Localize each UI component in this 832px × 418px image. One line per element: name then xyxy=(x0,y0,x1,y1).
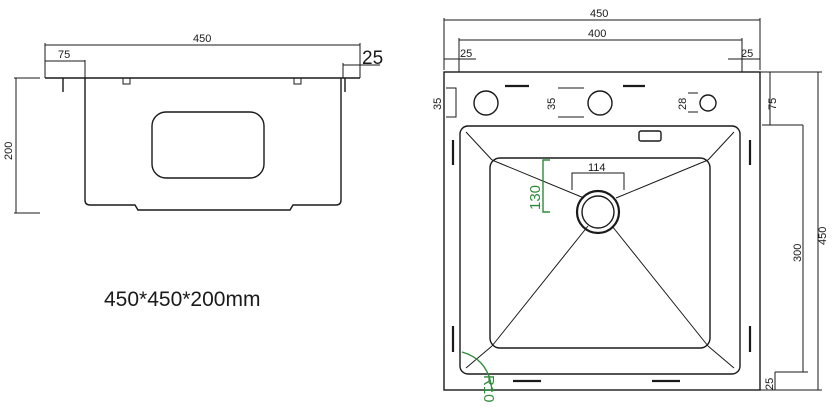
top-inner-width: 400 xyxy=(588,28,606,40)
side-edge-label: 25 xyxy=(362,48,383,69)
right-total-label: 450 xyxy=(817,227,829,245)
top-right-margin: 25 xyxy=(741,48,753,60)
right-top-label: 75 xyxy=(767,98,779,110)
drain-width-label: 114 xyxy=(588,162,606,174)
hole2-label: 35 xyxy=(546,98,558,110)
top-outer-width: 450 xyxy=(590,8,608,20)
side-offset-label: 75 xyxy=(58,49,70,61)
right-mid-label: 300 xyxy=(792,244,804,262)
size-caption: 450*450*200mm xyxy=(104,288,261,311)
side-width-label: 450 xyxy=(193,33,211,45)
radius-label: R10 xyxy=(480,375,497,403)
right-bottom-label: 25 xyxy=(764,378,776,390)
hole3-label: 28 xyxy=(677,98,689,110)
side-view: 450 75 25 200 xyxy=(3,33,383,214)
side-height-label: 200 xyxy=(3,142,15,160)
drain-depth-label: 130 xyxy=(527,185,544,210)
hole1-label: 35 xyxy=(432,98,444,110)
top-view: 450 400 25 25 35 35 28 xyxy=(432,8,829,403)
top-left-margin: 25 xyxy=(460,48,472,60)
